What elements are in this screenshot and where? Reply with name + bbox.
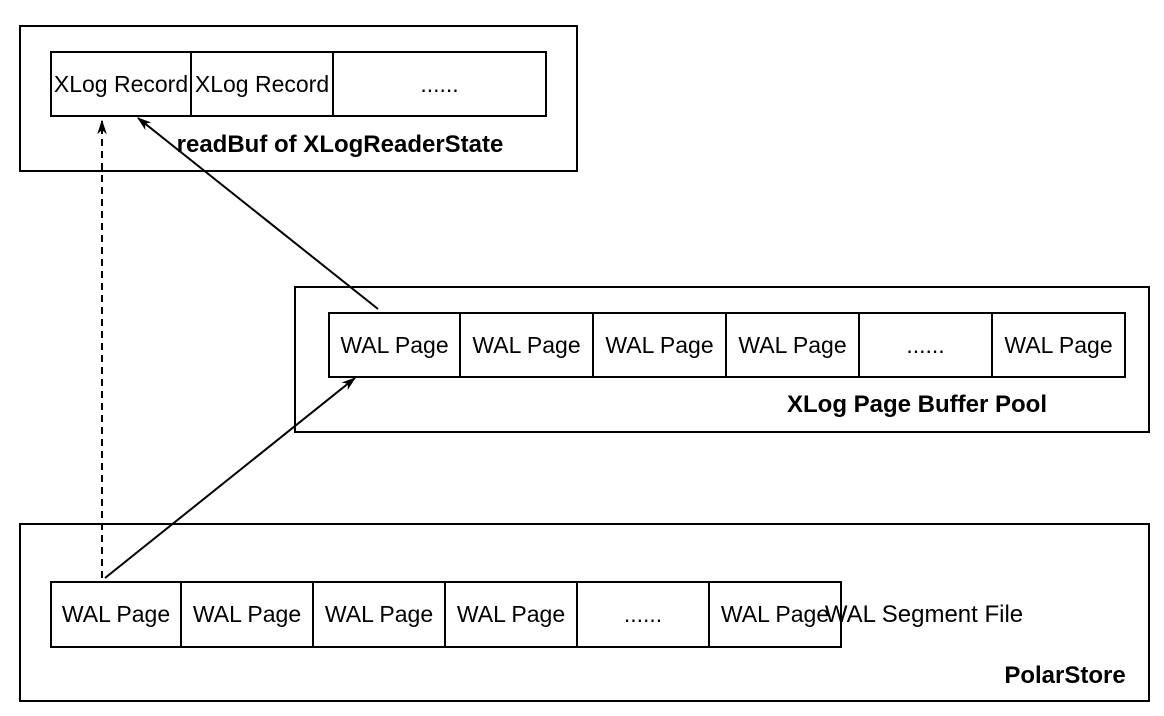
ellipsis-cell: ...... (578, 581, 710, 648)
wal-page-cell: WAL Page (594, 312, 727, 378)
readbuf-box: XLog Record XLog Record ...... readBuf o… (19, 25, 578, 172)
wal-segment-cell-row: WAL Page WAL Page WAL Page WAL Page ....… (50, 581, 842, 648)
xlog-record-cell: XLog Record (50, 51, 192, 117)
polarstore-label: PolarStore (1004, 662, 1126, 689)
wal-page-cell: WAL Page (461, 312, 594, 378)
readbuf-label: readBuf of XLogReaderState (176, 131, 504, 158)
buffer-pool-label: XLog Page Buffer Pool (786, 391, 1048, 418)
xlog-record-cell: XLog Record (192, 51, 334, 117)
wal-page-cell: WAL Page (182, 581, 314, 648)
wal-page-cell: WAL Page (710, 581, 842, 648)
wal-segment-file-label: WAL Segment File (824, 601, 1024, 628)
ellipsis-cell: ...... (334, 51, 547, 117)
polarstore-box: WAL Page WAL Page WAL Page WAL Page ....… (19, 523, 1150, 702)
wal-page-cell: WAL Page (314, 581, 446, 648)
wal-page-cell: WAL Page (727, 312, 860, 378)
wal-page-cell: WAL Page (328, 312, 461, 378)
readbuf-cell-row: XLog Record XLog Record ...... (50, 51, 547, 117)
wal-page-cell: WAL Page (446, 581, 578, 648)
buffer-pool-cell-row: WAL Page WAL Page WAL Page WAL Page ....… (328, 312, 1126, 378)
ellipsis-cell: ...... (860, 312, 993, 378)
xlog-page-buffer-pool-box: WAL Page WAL Page WAL Page WAL Page ....… (294, 286, 1150, 433)
wal-page-cell: WAL Page (50, 581, 182, 648)
wal-page-cell: WAL Page (993, 312, 1126, 378)
